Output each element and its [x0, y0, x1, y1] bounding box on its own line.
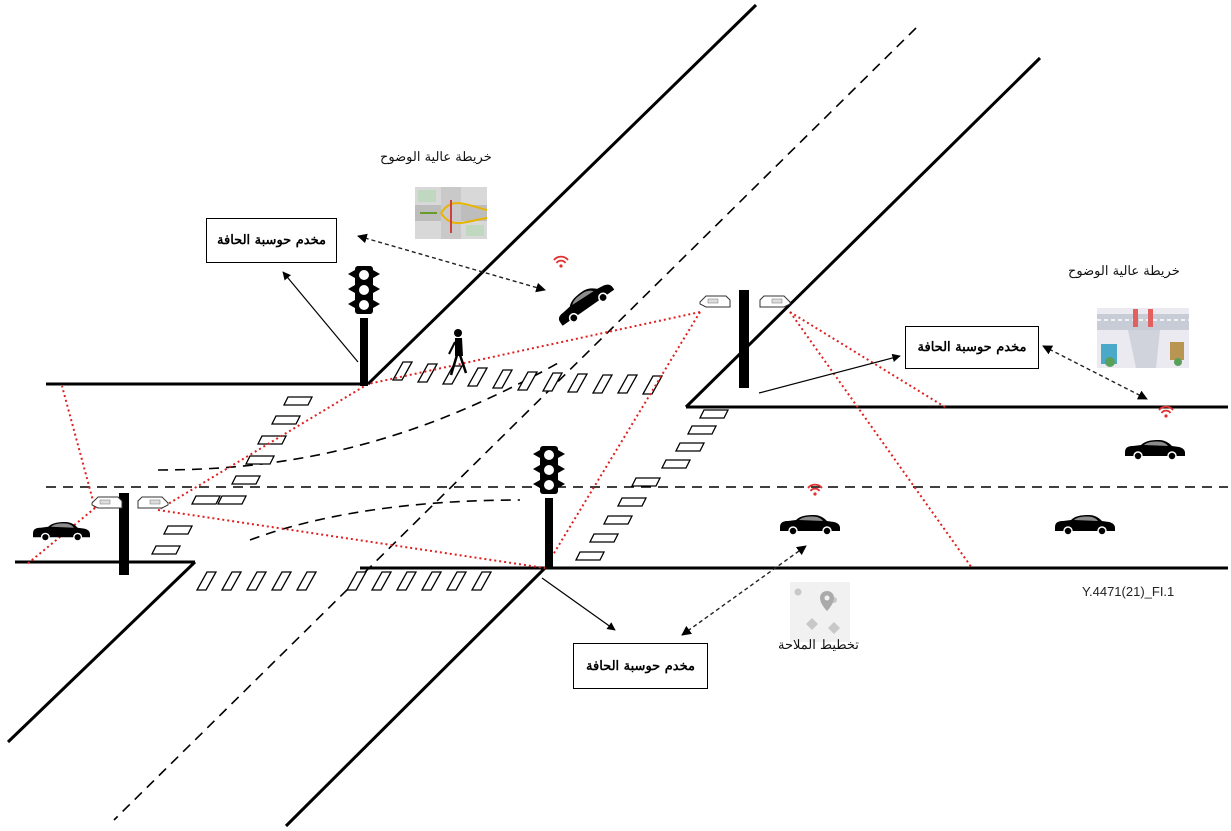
roads: [6, 3, 1228, 828]
car-icon: [1124, 439, 1186, 461]
car-icon: [779, 514, 841, 536]
camera-icon: [137, 496, 169, 509]
lane-dividers: [46, 27, 1228, 821]
car-icon: [1054, 514, 1116, 536]
data-exchange-arrows: [357, 233, 1148, 636]
edge-server-label: مخدم حوسبة الحافة: [573, 643, 708, 689]
camera-icon: [91, 496, 123, 509]
map-thumbnail-icon: [415, 187, 488, 239]
car-icon: [32, 521, 91, 542]
edge-server-label: مخدم حوسبة الحافة: [206, 218, 337, 263]
camera-icon: [759, 295, 791, 308]
communication-arrows: [282, 271, 901, 631]
hd-map-caption: خريطة عالية الوضوح: [380, 150, 492, 165]
poles: [119, 290, 749, 575]
figure-identifier: Y.4471(21)_FI.1: [1082, 584, 1175, 599]
traffic-light-icon: [348, 266, 380, 314]
edge-server-label: مخدم حوسبة الحافة: [905, 326, 1039, 369]
map-thumbnail-icon: [1097, 308, 1189, 368]
signal-wave-icon: [553, 255, 569, 269]
hd-map-caption: خريطة عالية الوضوح: [1068, 264, 1180, 279]
camera-icon: [699, 295, 731, 308]
pedestrian-icon: [448, 329, 468, 376]
navigation-planning-caption: تخطيط الملاحة: [778, 638, 859, 653]
location-pin-icon: [790, 582, 850, 642]
crosswalks: [150, 361, 730, 591]
car-icon: [552, 275, 618, 330]
sensor-coverage-lines: [25, 311, 973, 569]
